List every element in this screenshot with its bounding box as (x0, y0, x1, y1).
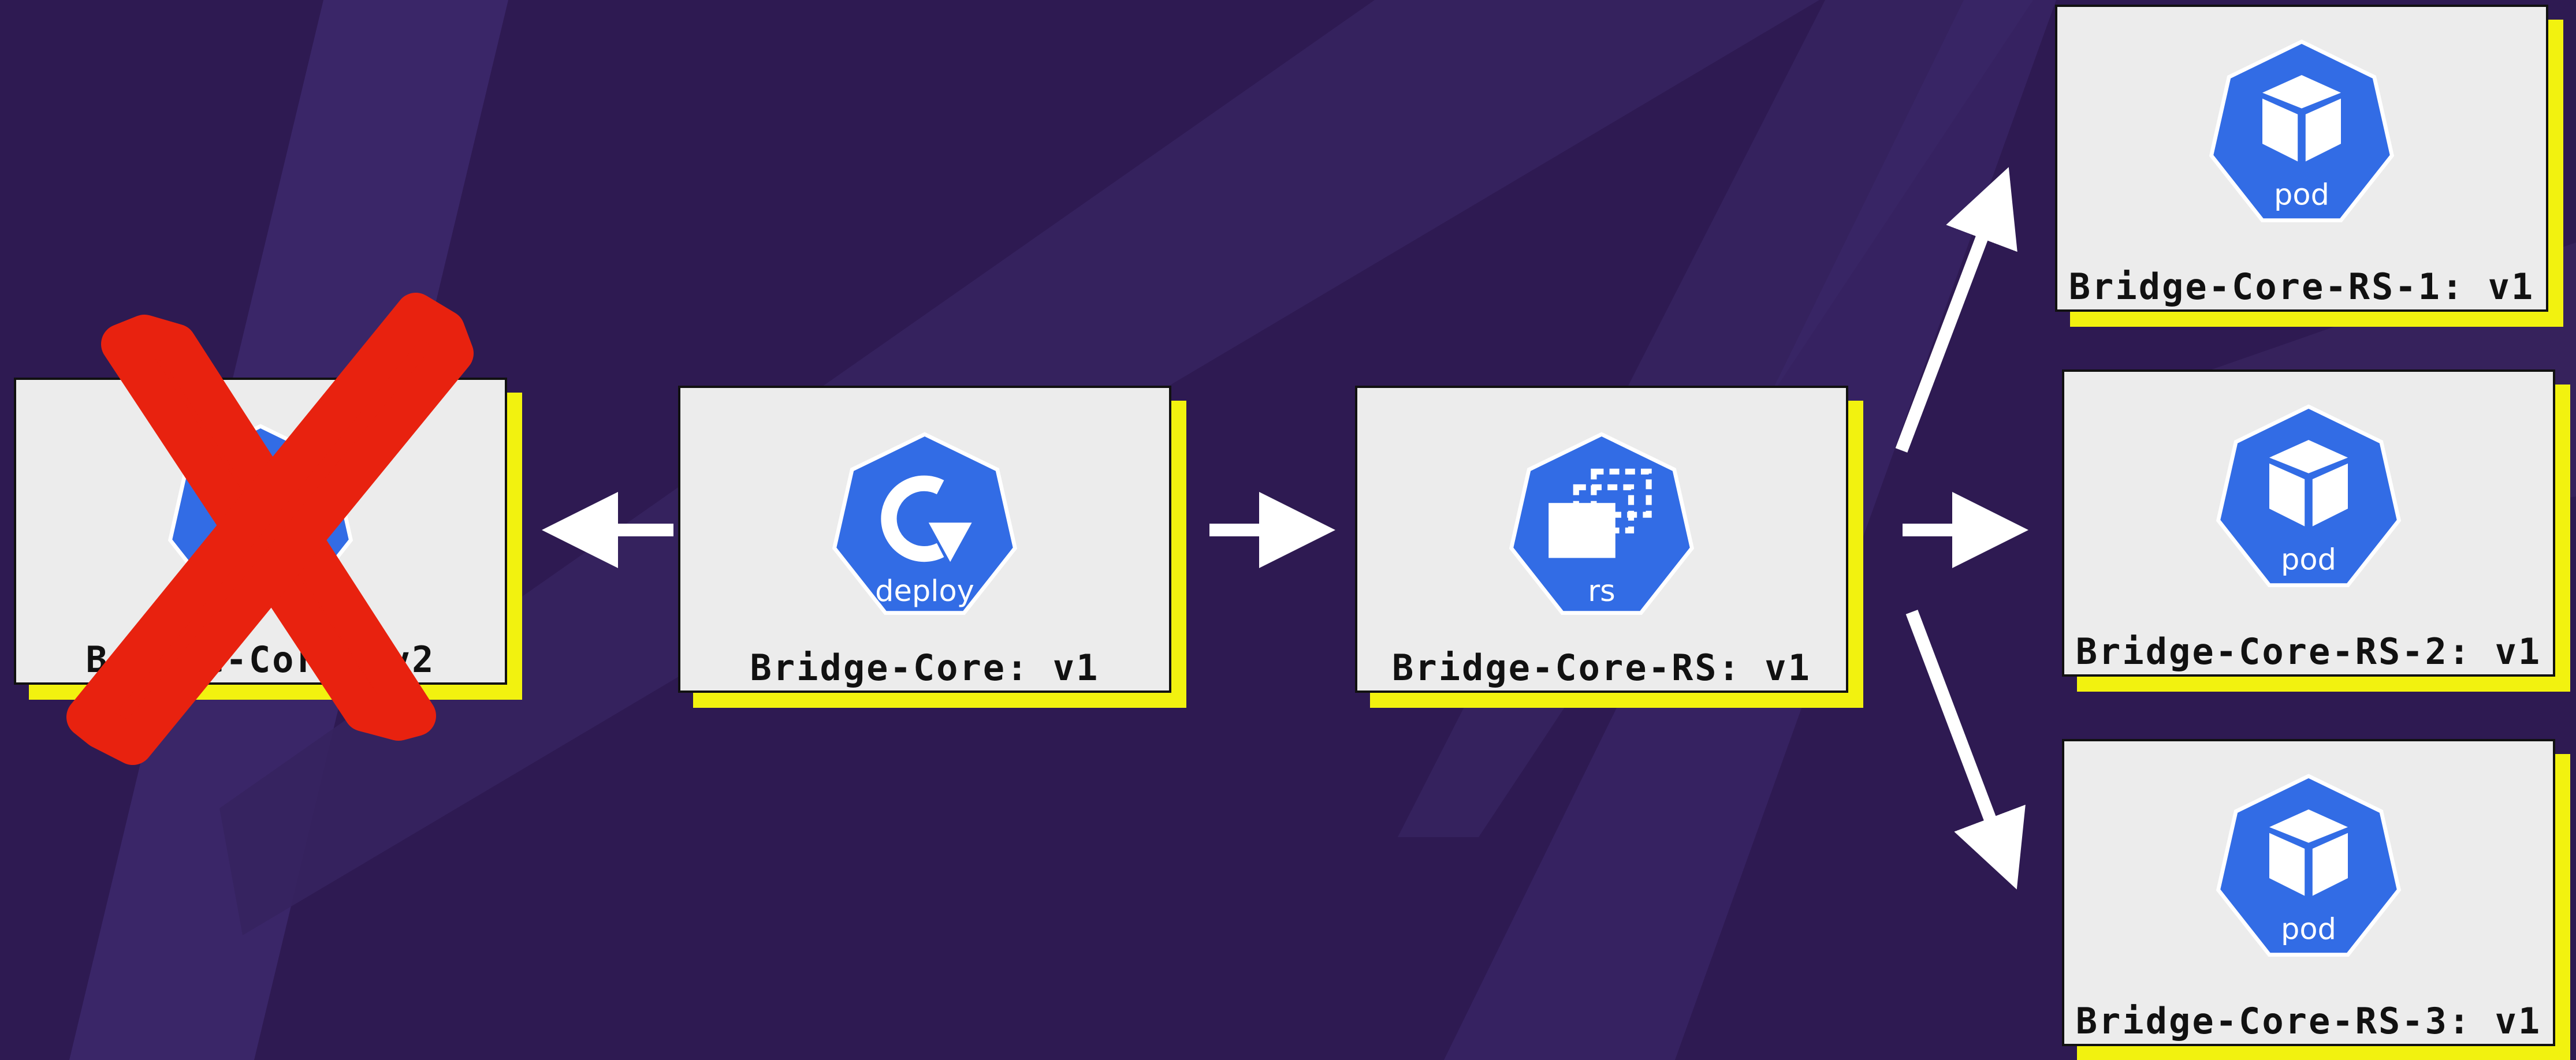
pod-icon: pod (2209, 39, 2395, 222)
pod-icon-text: pod (2281, 912, 2336, 946)
deploy-icon (167, 424, 353, 607)
old-deployment-card: Bridge-Core: v2 (14, 378, 507, 685)
pod-icon-text: pod (2274, 178, 2329, 212)
deploy-icon-text: deploy (875, 574, 974, 609)
rs-icon-text: rs (1588, 574, 1615, 609)
deployment-card: deploy Bridge-Core: v1 (678, 386, 1171, 693)
replicaset-icon: rs (1509, 432, 1695, 615)
deploy-icon: deploy (832, 432, 1018, 615)
replicaset-card: rs Bridge-Core-RS: v1 (1355, 386, 1848, 693)
pod-1-label: Bridge-Core-RS-1: v1 (2068, 266, 2535, 308)
pod-icon: pod (2216, 404, 2402, 587)
pod-card-1: pod Bridge-Core-RS-1: v1 (2055, 5, 2548, 312)
pod-3-label: Bridge-Core-RS-3: v1 (2075, 1000, 2542, 1042)
pod-icon: pod (2216, 774, 2402, 957)
deployment-label: Bridge-Core: v1 (750, 647, 1100, 689)
replicaset-label: Bridge-Core-RS: v1 (1392, 647, 1811, 689)
pod-icon-text: pod (2281, 543, 2336, 577)
pod-card-3: pod Bridge-Core-RS-3: v1 (2062, 739, 2555, 1046)
pod-card-2: pod Bridge-Core-RS-2: v1 (2062, 369, 2555, 677)
old-deployment-label: Bridge-Core: v2 (85, 639, 435, 681)
pod-2-label: Bridge-Core-RS-2: v1 (2075, 630, 2542, 673)
